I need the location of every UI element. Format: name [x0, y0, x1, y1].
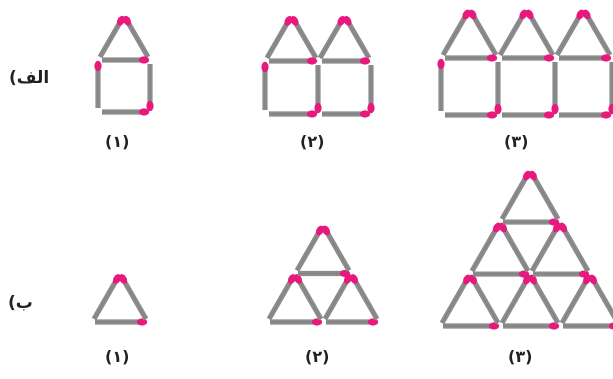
matchstick-base — [443, 322, 500, 330]
matchstick-base — [503, 218, 560, 226]
row-label-b: (ب — [8, 293, 33, 313]
matchstick-side-left — [499, 170, 532, 221]
matchstick-roof-left — [497, 9, 528, 57]
matchstick-top — [269, 57, 318, 65]
matchstick-side-right — [498, 222, 531, 273]
matchstick-bottom — [559, 111, 612, 119]
matchstick-side-left — [322, 274, 353, 321]
matchstick-side-right — [558, 222, 591, 273]
figure-label-a3: (۳) — [504, 132, 529, 151]
matchstick-base — [326, 318, 379, 326]
matchstick-roof-right — [122, 15, 151, 59]
matchstick-base — [473, 270, 530, 278]
matchstick-right — [146, 64, 154, 112]
matchstick-side-left — [294, 225, 325, 272]
matchstick-roof-left — [317, 16, 346, 60]
figure-label-b3: (۳) — [508, 347, 533, 366]
matchstick-top — [102, 56, 150, 64]
matchstick-right — [551, 62, 559, 115]
matchstick-roof-right — [290, 16, 319, 60]
matchstick-side-left — [91, 274, 122, 321]
matchstick-roof-left — [264, 16, 293, 60]
matchstick-right — [494, 62, 502, 115]
figure-label-a2: (۲) — [300, 132, 325, 151]
matchstick-side-right — [528, 274, 561, 325]
matchstick-side-left — [266, 274, 297, 321]
matchstick-roof-left — [97, 15, 126, 59]
matchstick-side-right — [118, 274, 149, 321]
matchstick-base — [533, 270, 590, 278]
matchstick-bottom — [445, 111, 498, 119]
matchstick-top — [559, 54, 612, 62]
matchstick-base — [563, 322, 613, 330]
matchstick-roof-right — [582, 9, 613, 57]
matchstick-side-right — [321, 225, 352, 272]
figure-label-b1: (۱) — [105, 347, 130, 366]
matchstick-base — [298, 269, 351, 278]
matchstick-right — [608, 62, 613, 115]
figure-label-a1: (۱) — [105, 132, 130, 151]
matchstick-bottom — [269, 110, 318, 118]
matchstick-base — [503, 322, 560, 330]
matchstick-side-right — [293, 274, 324, 321]
matchstick-base — [270, 318, 323, 326]
matchstick-roof-right — [468, 9, 499, 57]
matchstick-side-right — [349, 274, 380, 321]
matchstick-side-right — [468, 274, 501, 325]
matchstick-side-right — [588, 274, 613, 320]
matchstick-side-left — [469, 222, 502, 273]
figure-label-b2: (۲) — [305, 347, 330, 366]
matchstick-side-left — [439, 274, 472, 325]
matchstick-roof-left — [440, 9, 471, 57]
matchstick-bottom — [102, 108, 150, 116]
matchstick-side-right — [528, 170, 561, 221]
matchstick-left — [94, 60, 102, 108]
matchstick-left — [261, 61, 269, 110]
matchstick-right — [314, 65, 322, 114]
matchstick-bottom — [502, 111, 555, 119]
matchstick-side-left — [559, 274, 592, 325]
matchstick-roof-left — [554, 9, 585, 57]
matchstick-top — [502, 54, 555, 62]
matchstick-top — [445, 54, 498, 62]
matchstick-bottom — [322, 110, 371, 118]
matchstick-top — [322, 57, 371, 65]
matchstick-base — [95, 318, 148, 326]
matchstick-left — [437, 58, 445, 111]
matchstick-roof-right — [525, 9, 556, 57]
matchstick-side-left — [499, 274, 532, 325]
row-label-a: (الف — [9, 68, 50, 88]
matchstick-right — [367, 65, 375, 114]
matchstick-roof-right — [343, 16, 372, 60]
matchstick-side-left — [529, 222, 562, 273]
